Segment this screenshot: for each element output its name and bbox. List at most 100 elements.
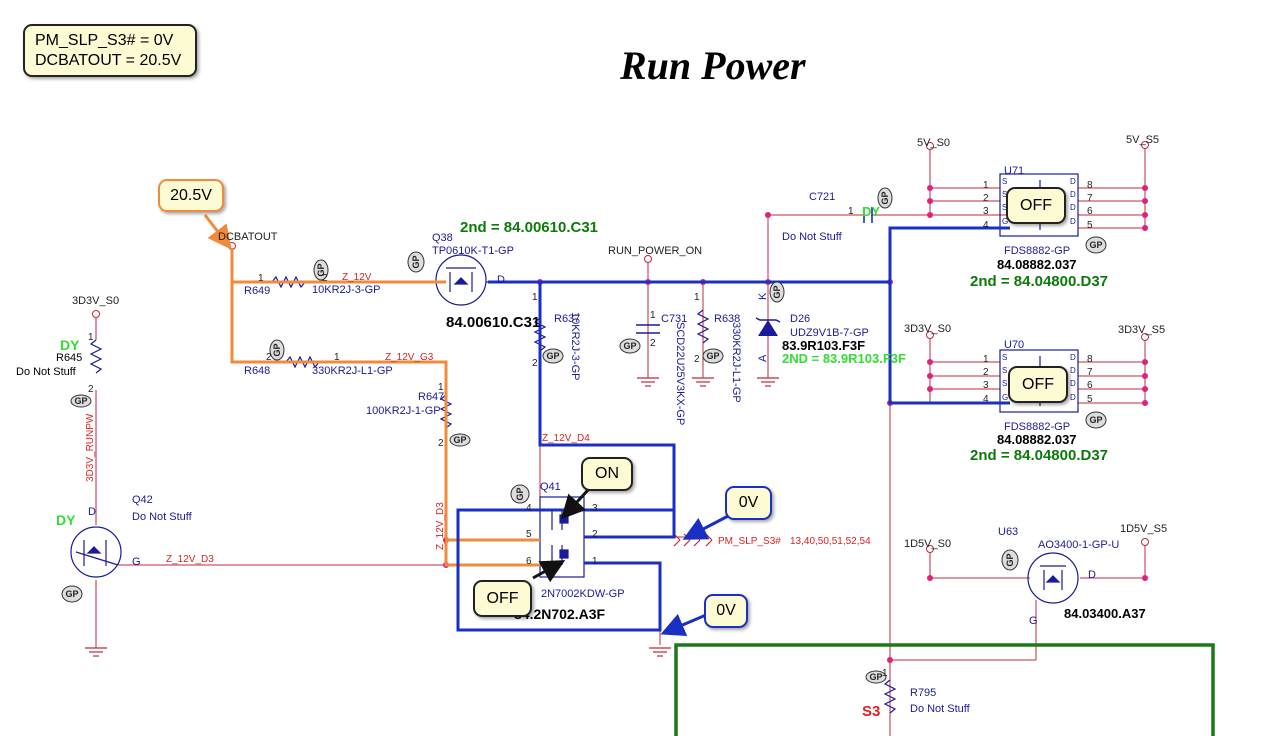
pin-letter: D bbox=[1070, 177, 1076, 186]
pin-number: 5 bbox=[1087, 220, 1093, 231]
u63-ref: U63 bbox=[998, 526, 1018, 538]
pin-number: 1 bbox=[650, 310, 656, 321]
pin-number: 2 bbox=[266, 352, 272, 363]
gp-mark: GP bbox=[65, 589, 78, 599]
u63-pin-d: D bbox=[1088, 569, 1096, 581]
q38-ref: Q38 bbox=[432, 232, 453, 244]
r795-note: Do Not Stuff bbox=[910, 703, 971, 715]
gp-mark: GP bbox=[869, 672, 882, 682]
u71-state-callout: OFF bbox=[1006, 187, 1066, 224]
pin-letter: S bbox=[1002, 353, 1007, 362]
u70-pn: 84.08882.037 bbox=[997, 432, 1077, 447]
pin-number: 1 bbox=[983, 180, 989, 191]
ground-voltage-callout: 0V bbox=[704, 594, 748, 628]
pin-number: 4 bbox=[983, 220, 989, 231]
highlight-blue-path bbox=[456, 226, 1010, 632]
net-label-1d5v-s5: 1D5V_S5 bbox=[1120, 523, 1167, 535]
d26-part: UDZ9V1B-7-GP bbox=[790, 327, 869, 339]
u70-second-source: 2nd = 84.04800.D37 bbox=[970, 447, 1108, 464]
dcbatout-callout-arrow bbox=[203, 214, 232, 250]
pin-number: 6 bbox=[1087, 380, 1093, 391]
r648-value: 330KR2J-L1-GP bbox=[312, 365, 393, 377]
pin-letter: D bbox=[1070, 353, 1076, 362]
net-label-run-power-on: RUN_POWER_ON bbox=[608, 245, 702, 257]
q38-part: TP0610K-T1-GP bbox=[432, 245, 514, 257]
gp-mark: GP bbox=[880, 191, 890, 204]
r637-ref: R637 bbox=[554, 313, 580, 325]
gp-mark: GP bbox=[411, 255, 421, 268]
gp-mark: GP bbox=[706, 351, 719, 361]
q38-pn: 84.00610.C31 bbox=[446, 314, 540, 331]
u63-part: AO3400-1-GP-U bbox=[1038, 539, 1119, 551]
status-note: PM_SLP_S3# = 0V DCBATOUT = 20.5V bbox=[23, 24, 197, 77]
gp-marks: GP GP GP GP GP GP GP GP GP GP GP GP GP G… bbox=[61, 187, 1107, 684]
net-label-pm-slp-pages: 13,40,50,51,52,54 bbox=[790, 536, 871, 547]
q42-note: Do Not Stuff bbox=[132, 511, 193, 523]
pin-number: 2 bbox=[532, 358, 538, 369]
gp-mark: GP bbox=[453, 435, 466, 445]
u63-pin-g: G bbox=[1029, 615, 1038, 627]
pin-number: 8 bbox=[1087, 354, 1093, 365]
u71-ref: U71 bbox=[1004, 165, 1024, 177]
r645-ref: R645 bbox=[56, 352, 82, 364]
pin-number: 1 bbox=[258, 273, 264, 284]
q42-dy: DY bbox=[56, 512, 76, 528]
r647-ref: R647 bbox=[418, 391, 444, 403]
d26-second-source: 2ND = 83.9R103.F3F bbox=[782, 351, 906, 366]
pin-letter: S bbox=[1002, 366, 1007, 375]
pin-number: 1 bbox=[694, 292, 700, 303]
pin-number: 8 bbox=[1087, 180, 1093, 191]
r647-value: 100KR2J-1-GP bbox=[366, 405, 441, 417]
gp-mark: GP bbox=[272, 343, 282, 356]
net-label-3d3v-s0-right: 3D3V_S0 bbox=[904, 323, 951, 335]
pin-number: 1 bbox=[88, 332, 94, 343]
u71-second-source: 2nd = 84.04800.D37 bbox=[970, 273, 1108, 290]
net-label-z12v-d3-vertical: Z_12V_D3 bbox=[435, 502, 446, 550]
pin-number: 6 bbox=[1087, 206, 1093, 217]
net-label-z12v-d3-horizontal: Z_12V_D3 bbox=[166, 554, 214, 565]
pin-number: 2 bbox=[88, 384, 94, 395]
net-label-pm-slp-s3: PM_SLP_S3# bbox=[718, 536, 781, 547]
pin-number: 7 bbox=[1087, 193, 1093, 204]
pin-number: 2 bbox=[983, 367, 989, 378]
pin-number: 2 bbox=[438, 438, 444, 449]
net-label-5v-s0: 5V_S0 bbox=[917, 137, 950, 149]
pin-number: 2 bbox=[983, 193, 989, 204]
highlight-green-block bbox=[674, 643, 1215, 736]
c731-ref: C731 bbox=[661, 313, 687, 325]
mosfet-u63 bbox=[1027, 552, 1079, 604]
q41-on-callout: ON bbox=[581, 457, 633, 491]
pin-letter: G bbox=[1002, 393, 1008, 402]
pin-number: 1 bbox=[882, 668, 888, 679]
pin-number: 2 bbox=[322, 273, 328, 284]
zener-diode-d26 bbox=[755, 317, 781, 336]
gp-mark: GP bbox=[1089, 415, 1102, 425]
pin-number: 3 bbox=[983, 206, 989, 217]
q41-on-arrow bbox=[560, 488, 590, 520]
pm-slp-callout-arrow bbox=[682, 513, 731, 540]
pm-slp-voltage-callout: 0V bbox=[725, 486, 772, 520]
q42-ref: Q42 bbox=[132, 494, 153, 506]
pin-letter: S bbox=[1002, 379, 1007, 388]
c721-ref: C721 bbox=[809, 191, 835, 203]
pin-number: 5 bbox=[526, 529, 532, 540]
u71-part: FDS8882-GP bbox=[1004, 245, 1070, 257]
pin-number: 2 bbox=[694, 354, 700, 365]
gp-mark: GP bbox=[772, 285, 782, 298]
resistor-symbols bbox=[89, 275, 897, 714]
net-label-5v-s5: 5V_S5 bbox=[1126, 134, 1159, 146]
mosfet-q42 bbox=[70, 526, 122, 578]
pin-letter: D bbox=[1070, 379, 1076, 388]
pin-letter: D bbox=[1070, 217, 1076, 226]
r637-value: 10KR2J-3-GP bbox=[569, 312, 581, 380]
c721-note: Do Not Stuff bbox=[782, 231, 843, 243]
pin-number: 1 bbox=[438, 382, 444, 393]
status-line-dcbatout: DCBATOUT = 20.5V bbox=[35, 52, 182, 69]
pin-letter: D bbox=[1070, 190, 1076, 199]
pin-number: 2 bbox=[650, 338, 656, 349]
gp-mark: GP bbox=[316, 263, 326, 276]
gp-mark: GP bbox=[74, 396, 87, 406]
r645-dy: DY bbox=[60, 337, 80, 353]
ground-callout-arrow bbox=[660, 613, 707, 637]
q41-off-arrow bbox=[532, 560, 566, 583]
